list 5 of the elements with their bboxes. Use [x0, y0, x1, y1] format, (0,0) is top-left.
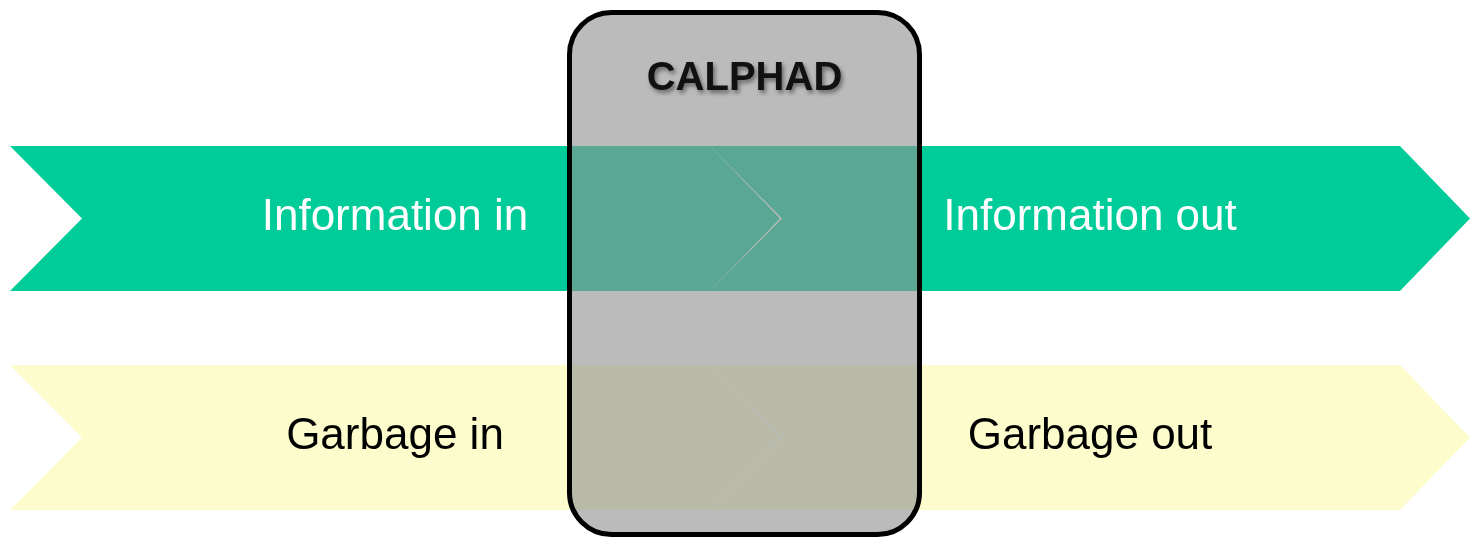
- arrow-label: Garbage out: [967, 409, 1213, 459]
- arrow-label: Information in: [261, 190, 529, 240]
- arrow-label: Garbage in: [286, 409, 504, 459]
- arrow-label: Information out: [943, 190, 1237, 240]
- box-title: CALPHAD: [646, 54, 843, 99]
